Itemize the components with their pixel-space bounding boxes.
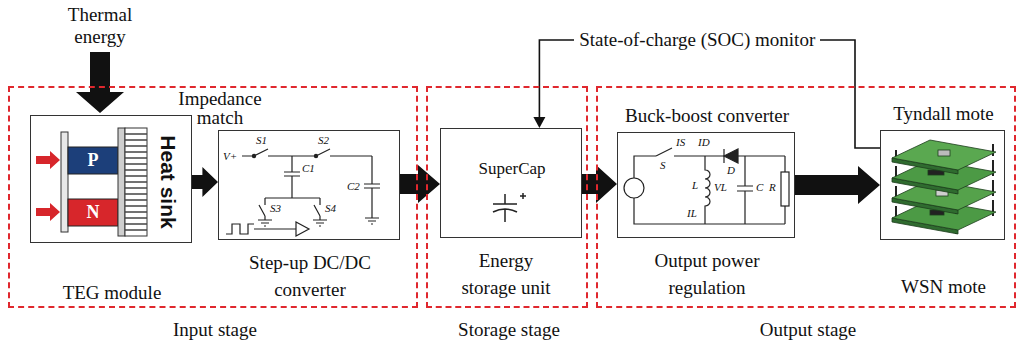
box-title: SuperCap [441,157,583,181]
stage-label: Storage stage [429,318,589,342]
block-arrow [400,165,440,203]
connector [400,165,440,203]
block-label: Energy storage unit [456,247,556,301]
switch-label: S [660,159,666,172]
pin-label: V+ [223,150,237,163]
connector [795,166,880,204]
block-arrow [795,166,880,204]
block-label: TEG module [32,281,192,305]
voltage-label: VL [714,181,727,194]
buck-boost-circuit [624,148,789,224]
heat-flow-arrow [76,52,124,113]
connector [192,167,218,197]
edge-label: State-of-charge (SOC) monitor [574,29,820,51]
semiconductor-label: P [83,149,103,171]
block-label: WSN mote [869,275,1019,299]
supercapacitor-symbol [493,193,526,222]
stage-region: Output stageBuck-boost converterOutput p… [596,86,1016,308]
block-arrow [192,167,218,197]
converter-box: Step-up DC/DC converter [218,130,400,240]
switch-label: S3 [270,202,281,215]
heat-sink-label: Heat sink [156,135,180,228]
capacitor-label: C [756,181,763,194]
current-label: IS [676,136,685,149]
switch-label: S4 [325,202,336,215]
current-label: ID [698,136,710,149]
stage-region: Storage stageSuperCapEnergy storage unit [426,86,588,308]
switch-label: S1 [256,134,267,147]
switch-label: S2 [318,134,329,147]
capacitor-label: C1 [302,162,315,175]
mote-picture [892,140,996,234]
box-title: Tyndall mote [869,102,1019,126]
charge-pump-circuit [226,149,380,236]
stage-label: Input stage [115,318,315,342]
block-label: Output power regulation [632,247,782,301]
arrow-head [533,117,545,128]
energy-source-label: Thermal energy [55,4,145,48]
diode-label: D [727,164,735,177]
inductor-label: L [692,179,698,192]
current-label: IL [687,207,697,220]
resistor-label: R [769,181,776,194]
stage-label: Output stage [708,318,908,342]
semiconductor-label: N [83,201,103,223]
teg-illustration [36,128,147,236]
annotation-label: Impedance match [160,89,280,127]
mote-box: Tyndall moteWSN mote [880,130,1005,240]
capacitor-label: C2 [347,180,360,193]
box-title: Buck-boost converter [597,104,817,128]
block-label: Step-up DC/DC converter [235,249,385,303]
storage-box: SuperCapEnergy storage unit [440,128,582,238]
